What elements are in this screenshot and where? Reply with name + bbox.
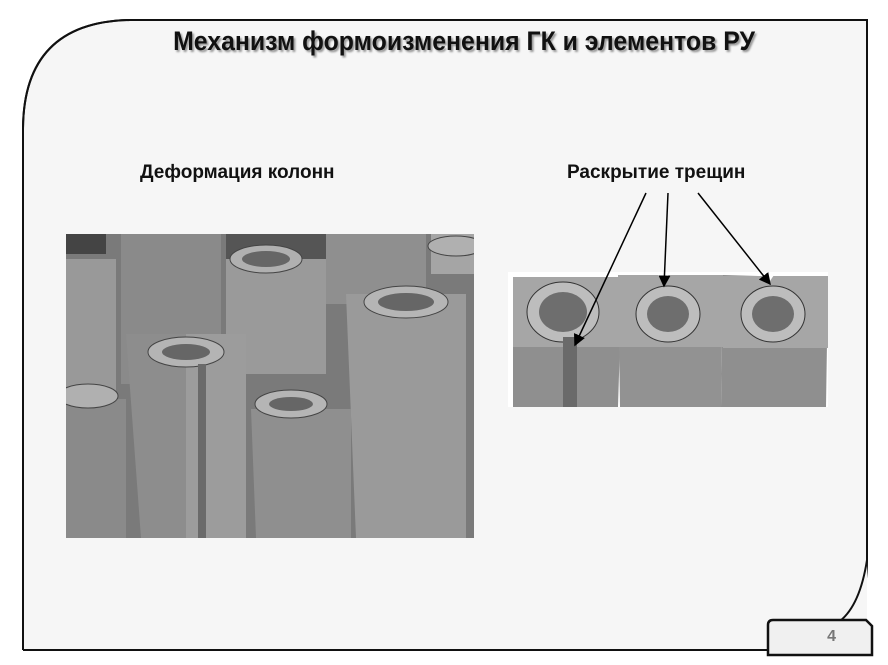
slide-title: Механизм формоизменения ГК и элементов Р… [173,26,755,56]
crack-opening-render [508,272,828,407]
page-number: 4 [827,628,836,645]
caption-column-deformation: Деформация колонн [140,162,335,183]
page-number-box [766,618,874,657]
caption-crack-opening: Раскрытие трещин [567,162,746,183]
column-deformation-render [66,234,474,538]
